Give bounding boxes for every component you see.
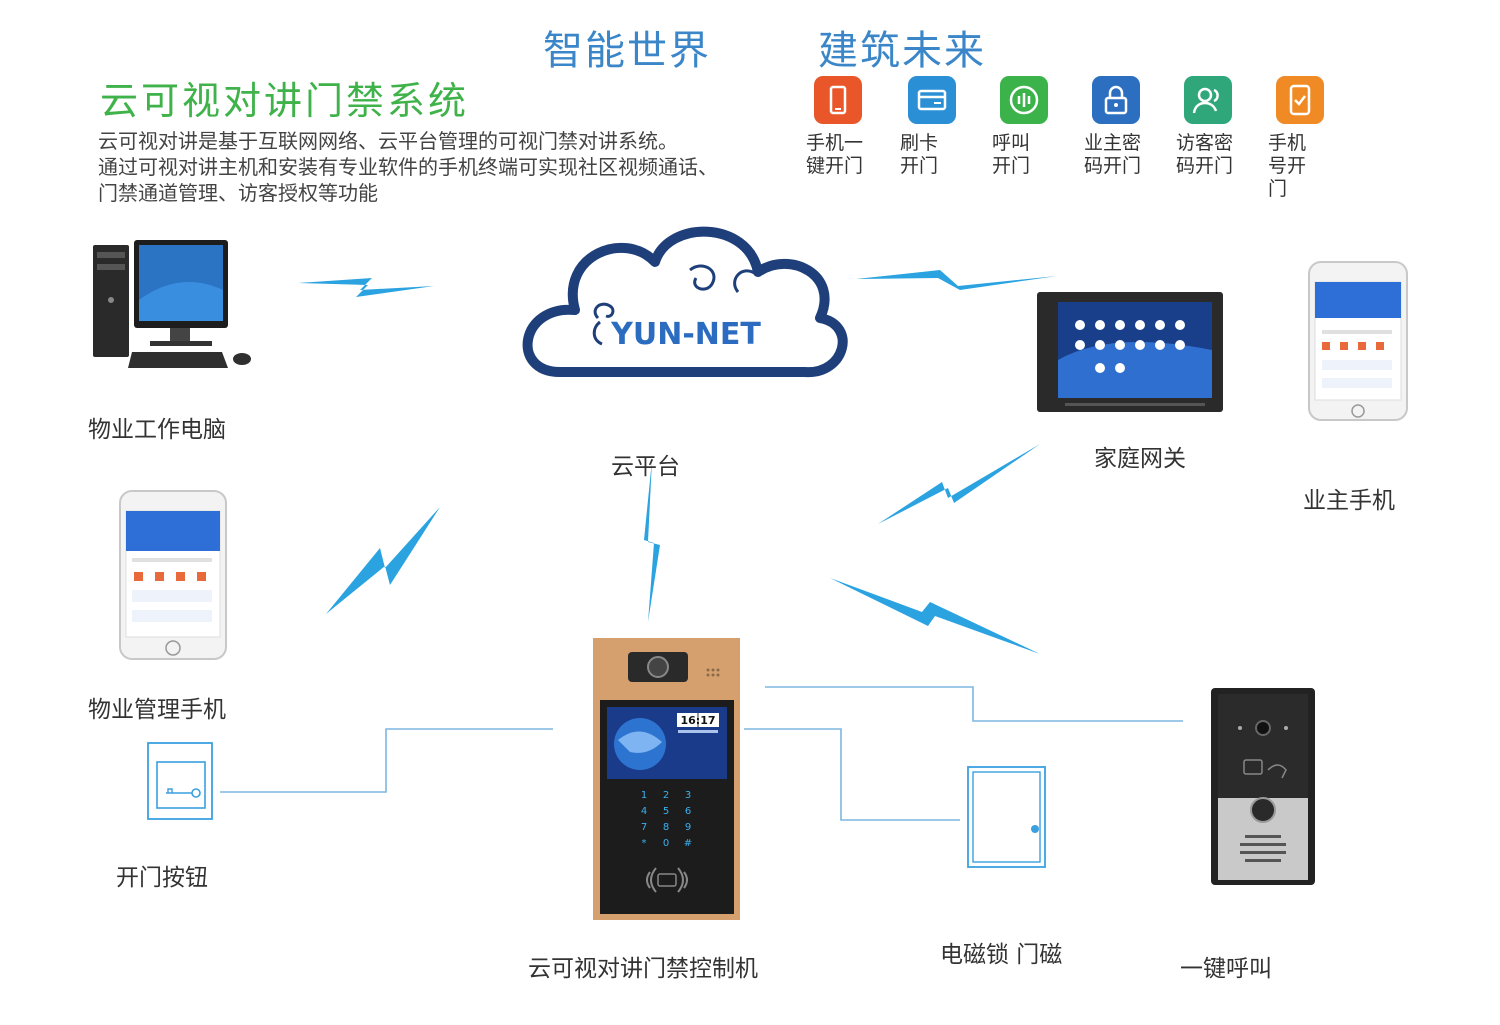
description-line: 通过可视对讲主机和安装有专业软件的手机终端可实现社区视频通话、 — [98, 155, 718, 179]
one-key-call-icon — [1211, 688, 1315, 885]
door-controller-icon: 16:17 1 2 3 4 5 6 7 8 9 * 0 # — [593, 638, 740, 920]
feature-phone-number-unlock: 手机号开门 — [1268, 76, 1338, 201]
slogan-right: 建筑未来 — [818, 28, 986, 74]
label-one-key-call: 一键呼叫 — [1180, 956, 1272, 982]
feature-label: 门 — [1268, 178, 1288, 200]
feature-label: 号开 — [1268, 155, 1307, 177]
feature-label: 码开门 — [1084, 155, 1142, 177]
description-line: 云可视对讲是基于互联网网络、云平台管理的可视门禁对讲系统。 — [98, 129, 678, 153]
label-owner-phone: 业主手机 — [1303, 488, 1395, 514]
controller-clock: 16:17 — [680, 714, 715, 727]
cloud-logo-text: YUN-NET — [610, 317, 761, 352]
voice-icon — [1000, 76, 1048, 124]
wireless-bolt — [830, 578, 1040, 654]
desktop-computer-icon — [93, 240, 251, 368]
wire-exit-button — [220, 728, 553, 793]
cloud-platform — [522, 226, 848, 378]
keypad-key: 0 — [663, 838, 669, 849]
home-gateway-icon — [1037, 292, 1223, 412]
exit-button-icon — [147, 742, 213, 820]
wireless-bolt — [298, 278, 434, 297]
wireless-bolt — [878, 444, 1040, 524]
system-description: 云可视对讲是基于互联网网络、云平台管理的可视门禁对讲系统。 通过可视对讲主机和安… — [98, 128, 818, 206]
label-property-pc: 物业工作电脑 — [88, 417, 226, 443]
keypad-key: 2 — [663, 790, 669, 801]
label-exit-button: 开门按钮 — [116, 865, 208, 891]
visitor-icon — [1184, 76, 1232, 124]
keypad-key: 9 — [685, 822, 691, 833]
feature-card-unlock: 刷卡开门 — [900, 76, 970, 178]
wireless-bolt — [326, 507, 440, 614]
management-phone-icon — [119, 490, 227, 660]
label-home-gateway: 家庭网关 — [1094, 446, 1186, 472]
slogan-left: 智能世界 — [543, 28, 711, 74]
wire-one-key-call — [765, 686, 1183, 722]
description-line: 门禁通道管理、访客授权等功能 — [98, 181, 378, 205]
owner-phone-icon — [1308, 261, 1408, 421]
keypad-key: 4 — [641, 806, 647, 817]
feature-phone-unlock: 手机一键开门 — [806, 76, 876, 178]
lock-icon — [1092, 76, 1140, 124]
keypad-key: 1 — [641, 790, 647, 801]
feature-label: 呼叫 — [992, 132, 1031, 154]
label-door-controller: 云可视对讲门禁控制机 — [528, 956, 758, 982]
feature-label: 访客密 — [1176, 132, 1234, 154]
feature-label: 码开门 — [1176, 155, 1234, 177]
feature-call-unlock: 呼叫开门 — [992, 76, 1062, 178]
label-management-phone: 物业管理手机 — [88, 697, 226, 723]
card-icon — [908, 76, 956, 124]
keypad-key: # — [684, 838, 692, 849]
wireless-bolt — [856, 270, 1057, 290]
feature-owner-password: 业主密码开门 — [1084, 76, 1154, 178]
mobile-check-icon — [1276, 76, 1324, 124]
feature-label: 手机 — [1268, 132, 1307, 154]
keypad-key: * — [642, 838, 647, 849]
keypad-key: 6 — [685, 806, 691, 817]
feature-label: 刷卡 — [900, 132, 939, 154]
label-magnetic-lock: 电磁锁 门磁 — [940, 942, 1063, 968]
feature-label: 键开门 — [806, 155, 864, 177]
wireless-bolt — [644, 460, 660, 622]
keypad-key: 8 — [663, 822, 669, 833]
feature-label: 开门 — [992, 155, 1031, 177]
phone-icon — [814, 76, 862, 124]
wire-lock — [744, 728, 960, 821]
keypad-key: 5 — [663, 806, 669, 817]
feature-label: 手机一 — [806, 132, 864, 154]
keypad-key: 3 — [685, 790, 691, 801]
magnetic-lock-icon — [967, 766, 1046, 868]
label-cloud-platform: 云平台 — [611, 454, 680, 480]
feature-label: 开门 — [900, 155, 939, 177]
feature-visitor-password: 访客密码开门 — [1176, 76, 1246, 178]
page-title: 云可视对讲门禁系统 — [100, 79, 470, 123]
feature-label: 业主密 — [1084, 132, 1142, 154]
keypad-key: 7 — [641, 822, 647, 833]
